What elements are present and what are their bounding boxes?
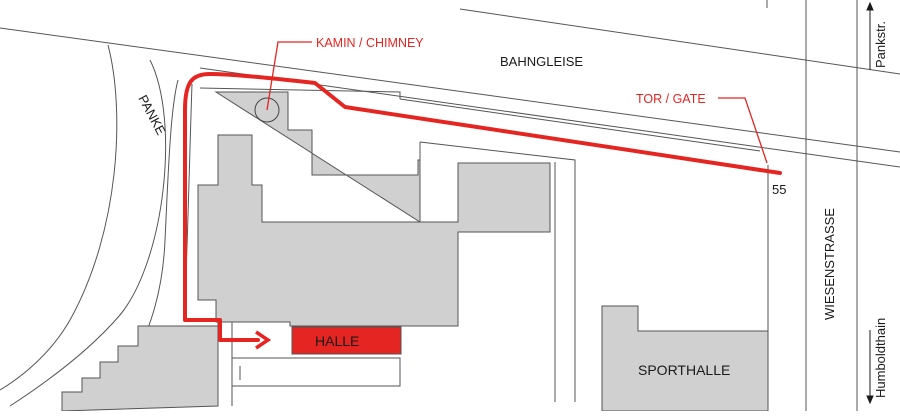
label-humboldthain: Humboldthain <box>873 318 888 398</box>
stepped-building <box>61 325 219 412</box>
label-bahngleise: BAHNGLEISE <box>500 54 583 69</box>
main-building <box>197 91 551 327</box>
label-tor: TOR / GATE <box>636 92 706 106</box>
label-pankstr: Pankstr. <box>873 21 888 68</box>
sporthalle-building <box>601 305 769 412</box>
railway-tracks <box>0 8 900 168</box>
direction-arrows <box>866 1 874 405</box>
chimney-circle-icon <box>254 97 280 123</box>
buildings <box>61 91 769 412</box>
label-sporthalle: SPORTHALLE <box>638 362 730 378</box>
label-wiesenstrasse: WIESENSTRASSE <box>822 208 837 320</box>
label-kamin: KAMIN / CHIMNEY <box>316 36 424 50</box>
panke-river <box>0 44 193 407</box>
label-halle: HALLE <box>315 333 359 349</box>
halle-building <box>291 326 402 355</box>
label-number: 55 <box>772 182 786 197</box>
route-arrow-right-icon <box>255 330 272 350</box>
leader-lines <box>266 41 768 164</box>
route-path <box>183 72 782 342</box>
plot-outlines <box>199 0 858 411</box>
